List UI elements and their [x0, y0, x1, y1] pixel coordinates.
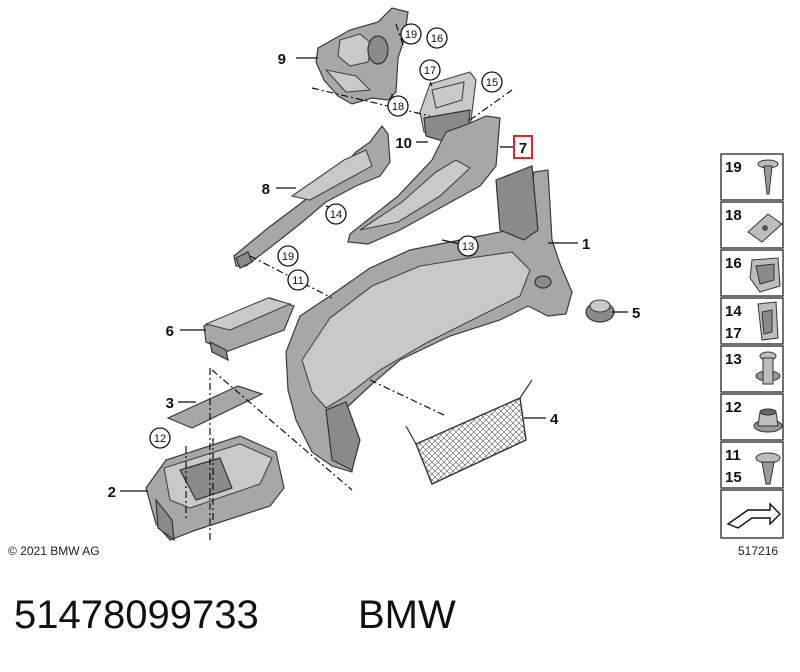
callout-1: 1 — [582, 236, 590, 253]
callout-8: 8 — [262, 181, 270, 198]
fastener-sidebar: 19 18 16 14 17 13 — [720, 153, 784, 539]
diagram-id: 517216 — [738, 544, 778, 558]
sidebar-label-13: 13 — [725, 351, 742, 368]
callout-13: 13 — [462, 241, 474, 253]
sidebar-label-14: 14 — [725, 303, 742, 320]
part-2-storage-tray — [145, 435, 285, 542]
callout-11: 11 — [292, 275, 303, 287]
spring-clip-icon — [749, 257, 781, 293]
sidebar-label-19: 19 — [725, 159, 742, 176]
sidebar-label-16: 16 — [725, 255, 742, 272]
assembly-lines — [185, 23, 513, 540]
callout-4: 4 — [550, 411, 559, 428]
sidebar-label-15: 15 — [725, 469, 742, 486]
callout-7: 7 — [519, 140, 527, 157]
sidebar-label-17: 17 — [725, 325, 742, 342]
callout-10: 10 — [395, 135, 412, 152]
part-4-cargo-net — [405, 379, 533, 485]
copyright: © 2021 BMW AG — [8, 544, 100, 558]
fir-tree-clip-icon — [755, 452, 781, 485]
callout-3: 3 — [166, 395, 174, 412]
callout-16: 16 — [431, 33, 443, 45]
callout-15: 15 — [486, 77, 498, 89]
assembly-arrow-icon — [726, 502, 781, 529]
callout-labels: 9 10 8 1 5 6 3 4 2 7 19 16 17 15 18 14 1… — [108, 23, 640, 501]
callout-2: 2 — [108, 484, 116, 501]
callout-18: 18 — [392, 101, 404, 113]
clip-nut-icon — [747, 213, 783, 243]
highlight-box — [513, 135, 533, 159]
callout-12: 12 — [154, 433, 166, 445]
part-number: 51478099733 — [14, 593, 259, 637]
callout-14: 14 — [330, 209, 342, 221]
part-9-bracket — [315, 7, 409, 105]
part-6-cover — [203, 297, 295, 362]
part-8-strut — [233, 125, 391, 269]
screw-icon — [757, 159, 779, 195]
sidebar-label-11: 11 — [725, 447, 741, 464]
expansion-clip-icon — [757, 301, 779, 341]
callout-5: 5 — [632, 305, 640, 322]
part-3-flat-panel — [166, 385, 264, 429]
sidebar-label-18: 18 — [725, 207, 742, 224]
part-7-upper-trim — [347, 115, 501, 245]
callout-9: 9 — [278, 51, 286, 68]
callout-17: 17 — [424, 65, 436, 77]
sidebar-label-12: 12 — [725, 399, 742, 416]
callout-6: 6 — [166, 323, 174, 340]
push-rivet-icon — [755, 351, 781, 385]
brand: BMW — [358, 593, 456, 637]
callout-19-upper: 19 — [405, 29, 417, 41]
callout-19-lower: 19 — [282, 251, 294, 263]
hex-nut-icon — [753, 408, 783, 433]
part-1-side-panel — [285, 165, 573, 473]
part-5-clip — [585, 299, 615, 323]
